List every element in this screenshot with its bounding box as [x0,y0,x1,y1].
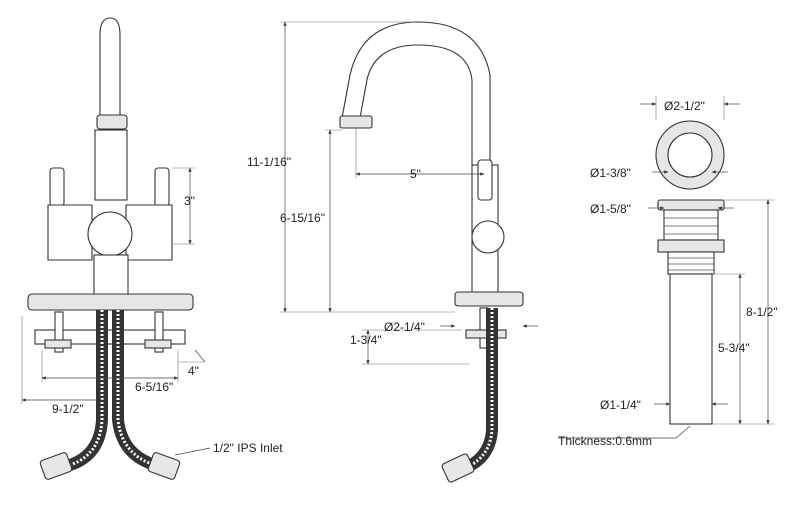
dim-drain-length: 8-1/2" [746,305,778,319]
drain-tailpiece [669,273,713,425]
drain-flange [663,209,719,241]
right-handle [154,167,170,207]
side-deck-plate [454,291,524,307]
left-valve-body [47,204,93,261]
drain-gasket [657,239,725,253]
dim-tail-diameter: Ø1-1/4" [600,398,641,412]
right-nut [144,339,172,349]
dim-base-diameter: Ø2-1/4" [384,320,425,334]
drain-top-inner [667,132,713,178]
dim-spout-reach: 5" [410,167,421,181]
right-valve-body [125,204,173,261]
drain-cap [657,199,725,211]
left-handle [49,167,65,207]
label-thickness: Thickness:0.6mm [558,434,652,448]
side-inlet-fitting [441,453,475,483]
side-handle [477,159,493,201]
label-inlet: 1/2" IPS Inlet [213,441,283,455]
dim-drain-tail: 5-3/4" [718,341,750,355]
spout-column [99,17,121,131]
left-inlet-fitting [39,452,73,480]
dim-overall-height: 11-1/16" [247,155,291,169]
dim-deck-thickness: 1-3/4" [350,333,382,347]
center-hub [87,211,133,257]
lower-body [93,254,129,296]
right-inlet-fitting [147,452,181,480]
dim-handle-height: 3" [184,194,195,208]
left-shank [54,311,64,353]
deck-plate [27,293,194,311]
aerator-ring [96,114,128,130]
front-view: 3" 9-1/2" 6-5/16" 4" 1/2" IPS Inlet [21,17,283,480]
gooseneck-spout [341,21,491,166]
faucet-body [94,129,128,201]
dim-drain-inner: Ø1-3/8" [590,166,631,180]
side-view: 11-1/16" 6-15/16" 5" 1-3/4" Ø2-1/4" [247,21,538,483]
spout-aerator [339,115,373,129]
dim-spout-height: 6-15/16" [280,211,325,225]
dim-front-width: 9-1/2" [52,402,84,416]
dim-hole-spacing: 6-5/16" [135,380,173,394]
right-shank [154,311,164,353]
drain-view: Ø2-1/2" Ø1-3/8" Ø1-5/8" 8-1/2" 5-3/4" Ø1… [558,96,778,448]
side-hub [471,220,505,254]
dim-drain-top: Ø2-1/2" [664,99,705,113]
drain-threads [667,251,715,275]
left-nut [44,339,72,349]
dim-shank-spacing: 4" [188,364,199,378]
dim-drain-flange: Ø1-5/8" [590,202,631,216]
